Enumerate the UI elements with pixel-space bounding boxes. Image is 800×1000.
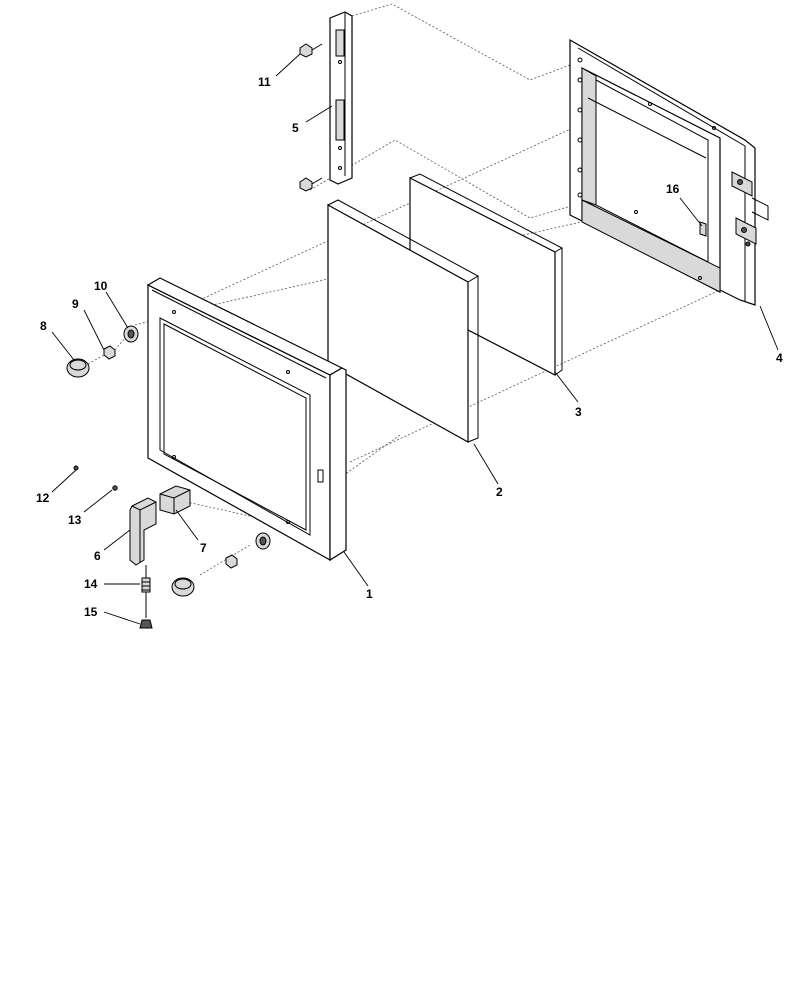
callout-9: 9 bbox=[72, 297, 79, 311]
nut-part-9 bbox=[103, 345, 116, 360]
callout-16: 16 bbox=[666, 182, 680, 196]
callout-4: 4 bbox=[776, 351, 783, 365]
callout-10: 10 bbox=[94, 279, 108, 293]
callout-1: 1 bbox=[366, 587, 373, 601]
front-glass-panel-part-2 bbox=[327, 199, 480, 444]
foot-part-15 bbox=[139, 619, 153, 629]
callout-5: 5 bbox=[292, 121, 299, 135]
callout-6: 6 bbox=[94, 549, 101, 563]
callout-7: 7 bbox=[200, 541, 207, 555]
hinge-bracket-part-5 bbox=[329, 11, 353, 185]
callout-14: 14 bbox=[84, 577, 98, 591]
callout-13: 13 bbox=[68, 513, 82, 527]
latch-block-part-7 bbox=[159, 485, 191, 515]
outer-door-part-1 bbox=[146, 277, 347, 562]
washer-part-13 bbox=[112, 485, 118, 491]
inner-door-frame-part-4 bbox=[569, 38, 769, 306]
small-parts-12-13-14-15 bbox=[73, 465, 153, 629]
callout-11: 11 bbox=[258, 75, 271, 89]
pin-part-12 bbox=[73, 465, 79, 471]
knob-parts-8-9-10 bbox=[66, 325, 271, 597]
callout-12: 12 bbox=[36, 491, 50, 505]
callout-2: 2 bbox=[496, 485, 503, 499]
callout-8: 8 bbox=[40, 319, 47, 333]
callout-15: 15 bbox=[84, 605, 98, 619]
door-handle-part-6 bbox=[129, 497, 157, 566]
leader-lines bbox=[51, 53, 779, 625]
knob-part-8 bbox=[66, 358, 90, 378]
callout-labels: 11 5 10 9 8 16 4 3 2 1 7 6 12 13 14 15 bbox=[36, 75, 783, 619]
callout-3: 3 bbox=[575, 405, 582, 419]
screw-part-11 bbox=[299, 43, 323, 192]
